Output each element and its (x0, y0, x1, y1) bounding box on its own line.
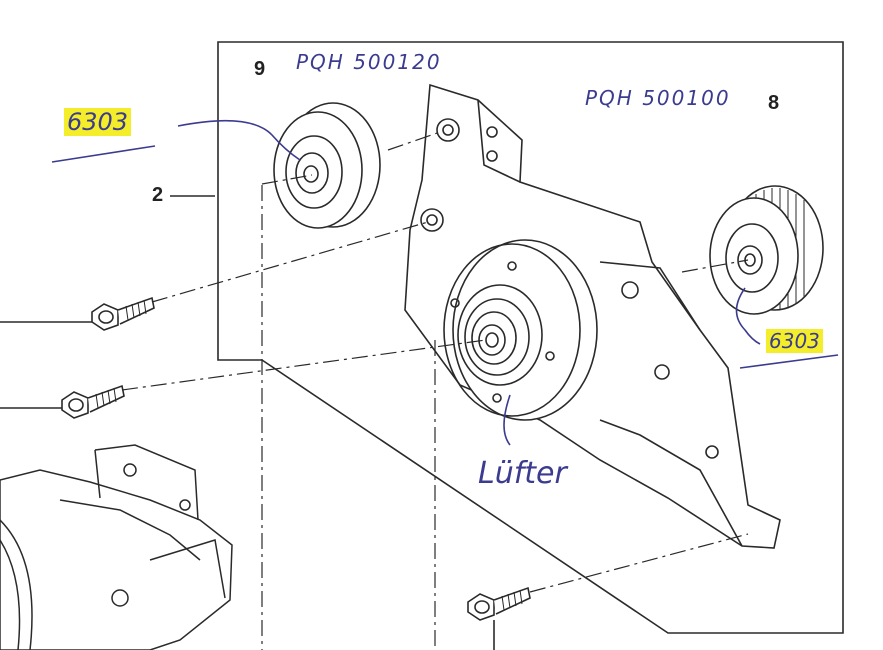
highlight-bearing-left: 6303 (64, 108, 132, 136)
callout-8: 8 (768, 92, 780, 114)
callout-9: 9 (254, 58, 266, 80)
bracket-hole-upper (436, 118, 460, 142)
annotation-bearing-left: 6303 (64, 108, 132, 136)
highlight-bearing-right: 6303 (766, 329, 823, 353)
ribbed-pulley-8 (709, 185, 824, 315)
ink-leader-fan (503, 394, 511, 446)
bolt-upper (91, 296, 155, 331)
bolt-lower (61, 384, 125, 419)
underline-left (51, 145, 156, 163)
bracket-hole-left (420, 208, 444, 232)
fan-pulley (443, 239, 598, 421)
compressor (0, 444, 233, 650)
underline-right (739, 354, 839, 369)
annotation-part-9: PQH 500120 (296, 50, 442, 74)
annotation-fan: Lüfter (478, 456, 567, 491)
callout-2: 2 (152, 184, 164, 206)
bolt-bottom (467, 586, 531, 621)
annotation-bearing-right: 6303 (766, 329, 823, 353)
idler-pulley-9 (273, 102, 381, 229)
ink-leader-right (735, 287, 761, 345)
bracket-slot (486, 126, 498, 138)
annotation-part-8: PQH 500100 (585, 86, 731, 110)
ink-leader-left (177, 119, 301, 161)
assembly-frame (217, 41, 844, 634)
